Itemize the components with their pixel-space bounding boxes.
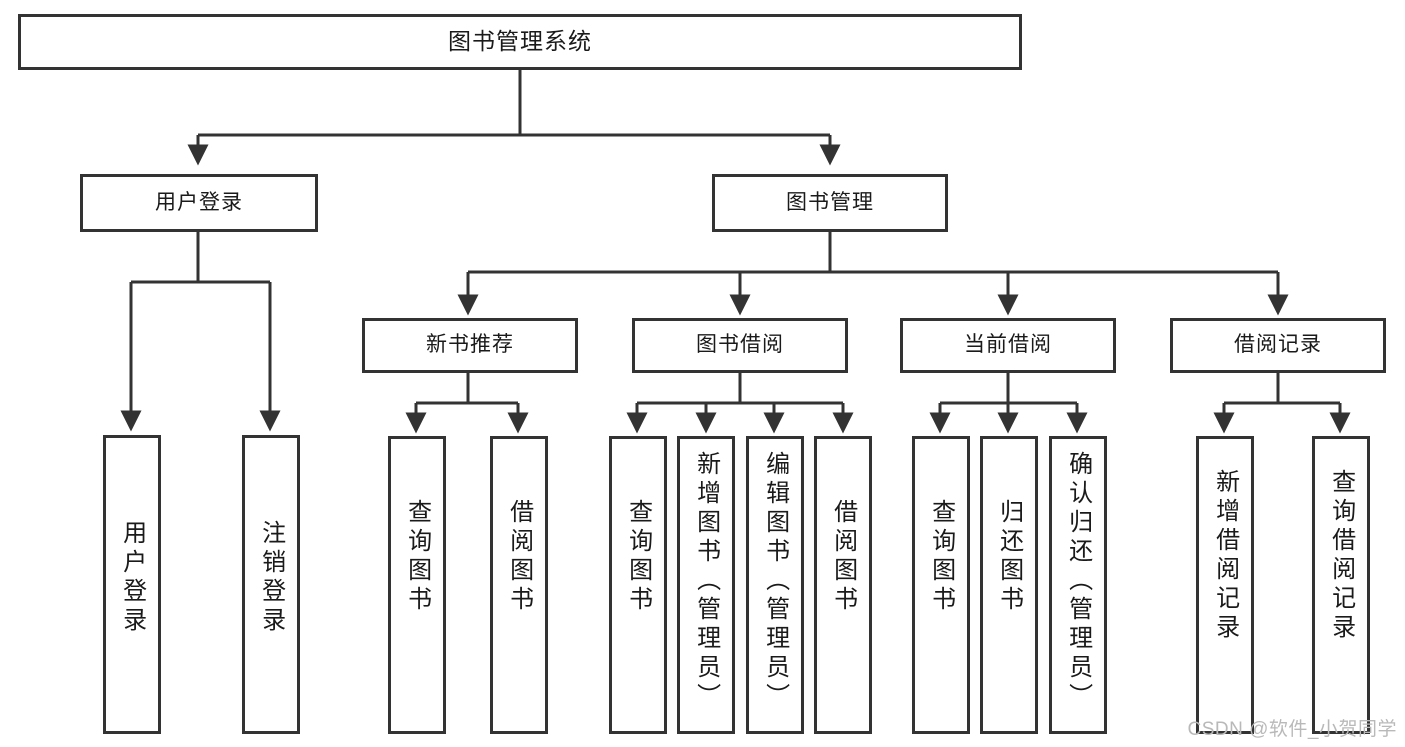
node-label: 借阅记录 xyxy=(1234,333,1322,357)
leaf-label: 查询图书 xyxy=(624,499,652,615)
leaf-label: 归还图书 xyxy=(995,499,1023,615)
node-label: 新书推荐 xyxy=(426,333,514,357)
leaf-label: 注销登录 xyxy=(257,520,285,636)
node-user-login[interactable]: 用户登录 xyxy=(80,174,318,232)
leaf-borrow-record-add[interactable]: 新增借阅记录 xyxy=(1196,436,1254,734)
leaf-new-book-query[interactable]: 查询图书 xyxy=(388,436,446,734)
node-label: 图书借阅 xyxy=(696,333,784,357)
node-label: 当前借阅 xyxy=(964,333,1052,357)
leaf-user-login-login[interactable]: 用户登录 xyxy=(103,435,161,734)
leaf-new-book-borrow[interactable]: 借阅图书 xyxy=(490,436,548,734)
leaf-label: 查询图书 xyxy=(403,499,431,615)
node-label: 图书管理系统 xyxy=(448,28,592,55)
node-root-system[interactable]: 图书管理系统 xyxy=(18,14,1022,70)
leaf-book-borrow-borrow[interactable]: 借阅图书 xyxy=(814,436,872,734)
leaf-borrow-record-query[interactable]: 查询借阅记录 xyxy=(1312,436,1370,734)
leaf-current-borrow-return[interactable]: 归还图书 xyxy=(980,436,1038,734)
leaf-current-borrow-confirm-return[interactable]: 确认归还（管理员） xyxy=(1049,436,1107,734)
node-current-borrow[interactable]: 当前借阅 xyxy=(900,318,1116,373)
leaf-book-borrow-add[interactable]: 新增图书（管理员） xyxy=(677,436,735,734)
leaf-label: 查询图书 xyxy=(927,499,955,615)
leaf-label: 新增借阅记录 xyxy=(1211,469,1239,643)
node-label: 用户登录 xyxy=(155,190,243,214)
node-new-book-recommend[interactable]: 新书推荐 xyxy=(362,318,578,373)
leaf-label: 编辑图书（管理员） xyxy=(761,451,789,712)
leaf-label: 借阅图书 xyxy=(829,499,857,615)
node-book-manage[interactable]: 图书管理 xyxy=(712,174,948,232)
leaf-current-borrow-query[interactable]: 查询图书 xyxy=(912,436,970,734)
leaf-book-borrow-edit[interactable]: 编辑图书（管理员） xyxy=(746,436,804,734)
node-borrow-record[interactable]: 借阅记录 xyxy=(1170,318,1386,373)
leaf-label: 新增图书（管理员） xyxy=(692,451,720,712)
leaf-user-login-logout[interactable]: 注销登录 xyxy=(242,435,300,734)
leaf-book-borrow-query[interactable]: 查询图书 xyxy=(609,436,667,734)
node-label: 图书管理 xyxy=(786,190,874,214)
leaf-label: 确认归还（管理员） xyxy=(1064,451,1092,712)
leaf-label: 借阅图书 xyxy=(505,499,533,615)
leaf-label: 用户登录 xyxy=(118,520,146,636)
leaf-label: 查询借阅记录 xyxy=(1327,469,1355,643)
node-book-borrow[interactable]: 图书借阅 xyxy=(632,318,848,373)
